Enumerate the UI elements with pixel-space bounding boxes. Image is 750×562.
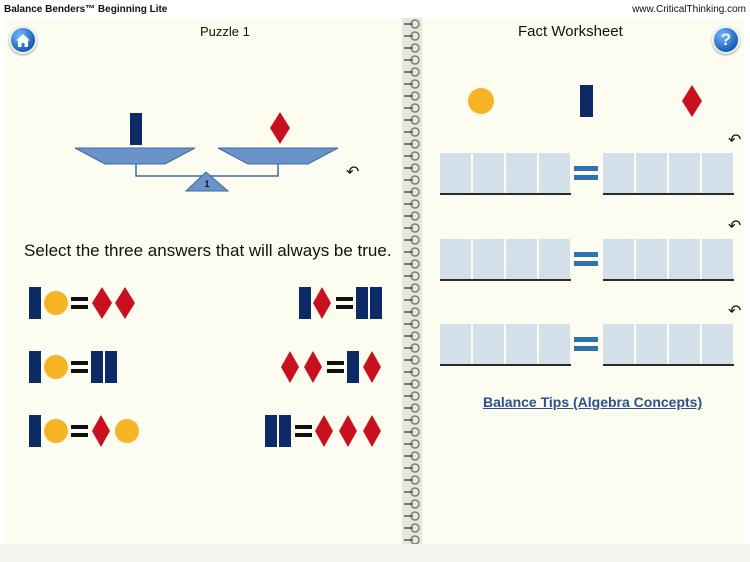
balance-tips-link[interactable]: Balance Tips (Algebra Concepts) <box>483 394 703 410</box>
answer-option-3[interactable] <box>26 348 121 386</box>
palette-bar[interactable] <box>580 85 593 117</box>
equals-sign <box>574 252 598 257</box>
left-line <box>440 279 571 281</box>
scale-left-bar <box>130 113 142 145</box>
right-slot[interactable] <box>702 239 733 279</box>
equals-sign <box>574 261 598 266</box>
scale-left-pan <box>74 147 196 165</box>
bottom-strip <box>0 544 750 562</box>
palette-diamond[interactable] <box>682 85 702 117</box>
undo-icon: ↶ <box>728 218 742 235</box>
scale-undo-button[interactable]: ↶ <box>346 162 359 182</box>
left-slot[interactable] <box>539 239 570 279</box>
undo-icon: ↶ <box>728 303 742 320</box>
row2-undo-button[interactable]: ↶ <box>728 216 741 236</box>
puzzle-title: Puzzle 1 <box>200 24 250 39</box>
spiral-binding <box>402 18 422 545</box>
right-slot[interactable] <box>669 153 700 193</box>
left-slot[interactable] <box>506 324 537 364</box>
worksheet-palette <box>468 85 702 117</box>
puzzle-page <box>4 18 402 544</box>
undo-icon: ↶ <box>728 132 742 149</box>
left-slot[interactable] <box>506 239 537 279</box>
right-slot[interactable] <box>669 239 700 279</box>
balance-scale: 1 <box>74 112 339 192</box>
answer-option-4[interactable] <box>278 348 386 386</box>
site-url: www.CriticalThinking.com <box>632 4 746 15</box>
worksheet-title: Fact Worksheet <box>518 23 623 40</box>
scale-fulcrum <box>184 171 230 192</box>
left-slot[interactable] <box>440 324 471 364</box>
right-line <box>603 193 734 195</box>
left-line <box>440 193 571 195</box>
title-bar: Balance Benders™ Beginning Lite www.Crit… <box>0 0 750 18</box>
equals-sign <box>574 346 598 351</box>
answer-option-2[interactable] <box>296 284 386 322</box>
right-slot[interactable] <box>702 324 733 364</box>
scale-right-pan <box>217 147 339 165</box>
left-slot[interactable] <box>539 324 570 364</box>
right-slot[interactable] <box>636 324 667 364</box>
right-slot[interactable] <box>603 239 634 279</box>
left-slot[interactable] <box>473 153 504 193</box>
left-slot[interactable] <box>440 153 471 193</box>
right-slot[interactable] <box>636 239 667 279</box>
home-button[interactable] <box>9 26 37 54</box>
left-slot[interactable] <box>506 153 537 193</box>
undo-icon: ↶ <box>346 164 360 181</box>
right-slot[interactable] <box>603 324 634 364</box>
left-slot[interactable] <box>473 324 504 364</box>
left-slot[interactable] <box>473 239 504 279</box>
row1-undo-button[interactable]: ↶ <box>728 130 741 150</box>
home-icon <box>16 33 30 47</box>
right-line <box>603 279 734 281</box>
right-slot[interactable] <box>636 153 667 193</box>
row3-undo-button[interactable]: ↶ <box>728 301 741 321</box>
scale-right-diamond <box>270 112 290 144</box>
left-slot[interactable] <box>539 153 570 193</box>
help-icon: ? <box>720 30 732 49</box>
left-slot[interactable] <box>440 239 471 279</box>
app-title: Balance Benders™ Beginning Lite <box>4 4 168 15</box>
palette-circle[interactable] <box>468 88 494 114</box>
answer-option-6[interactable] <box>262 412 386 450</box>
equals-sign <box>574 337 598 342</box>
question-prompt: Select the three answers that will alway… <box>24 241 392 260</box>
answer-option-1[interactable] <box>26 284 141 322</box>
equals-sign <box>574 175 598 180</box>
left-line <box>440 364 571 366</box>
fulcrum-label: 1 <box>204 179 209 189</box>
right-line <box>603 364 734 366</box>
help-button[interactable]: ? <box>712 26 740 54</box>
equals-sign <box>574 166 598 171</box>
right-slot[interactable] <box>669 324 700 364</box>
right-slot[interactable] <box>603 153 634 193</box>
right-slot[interactable] <box>702 153 733 193</box>
answer-option-5[interactable] <box>26 412 144 450</box>
